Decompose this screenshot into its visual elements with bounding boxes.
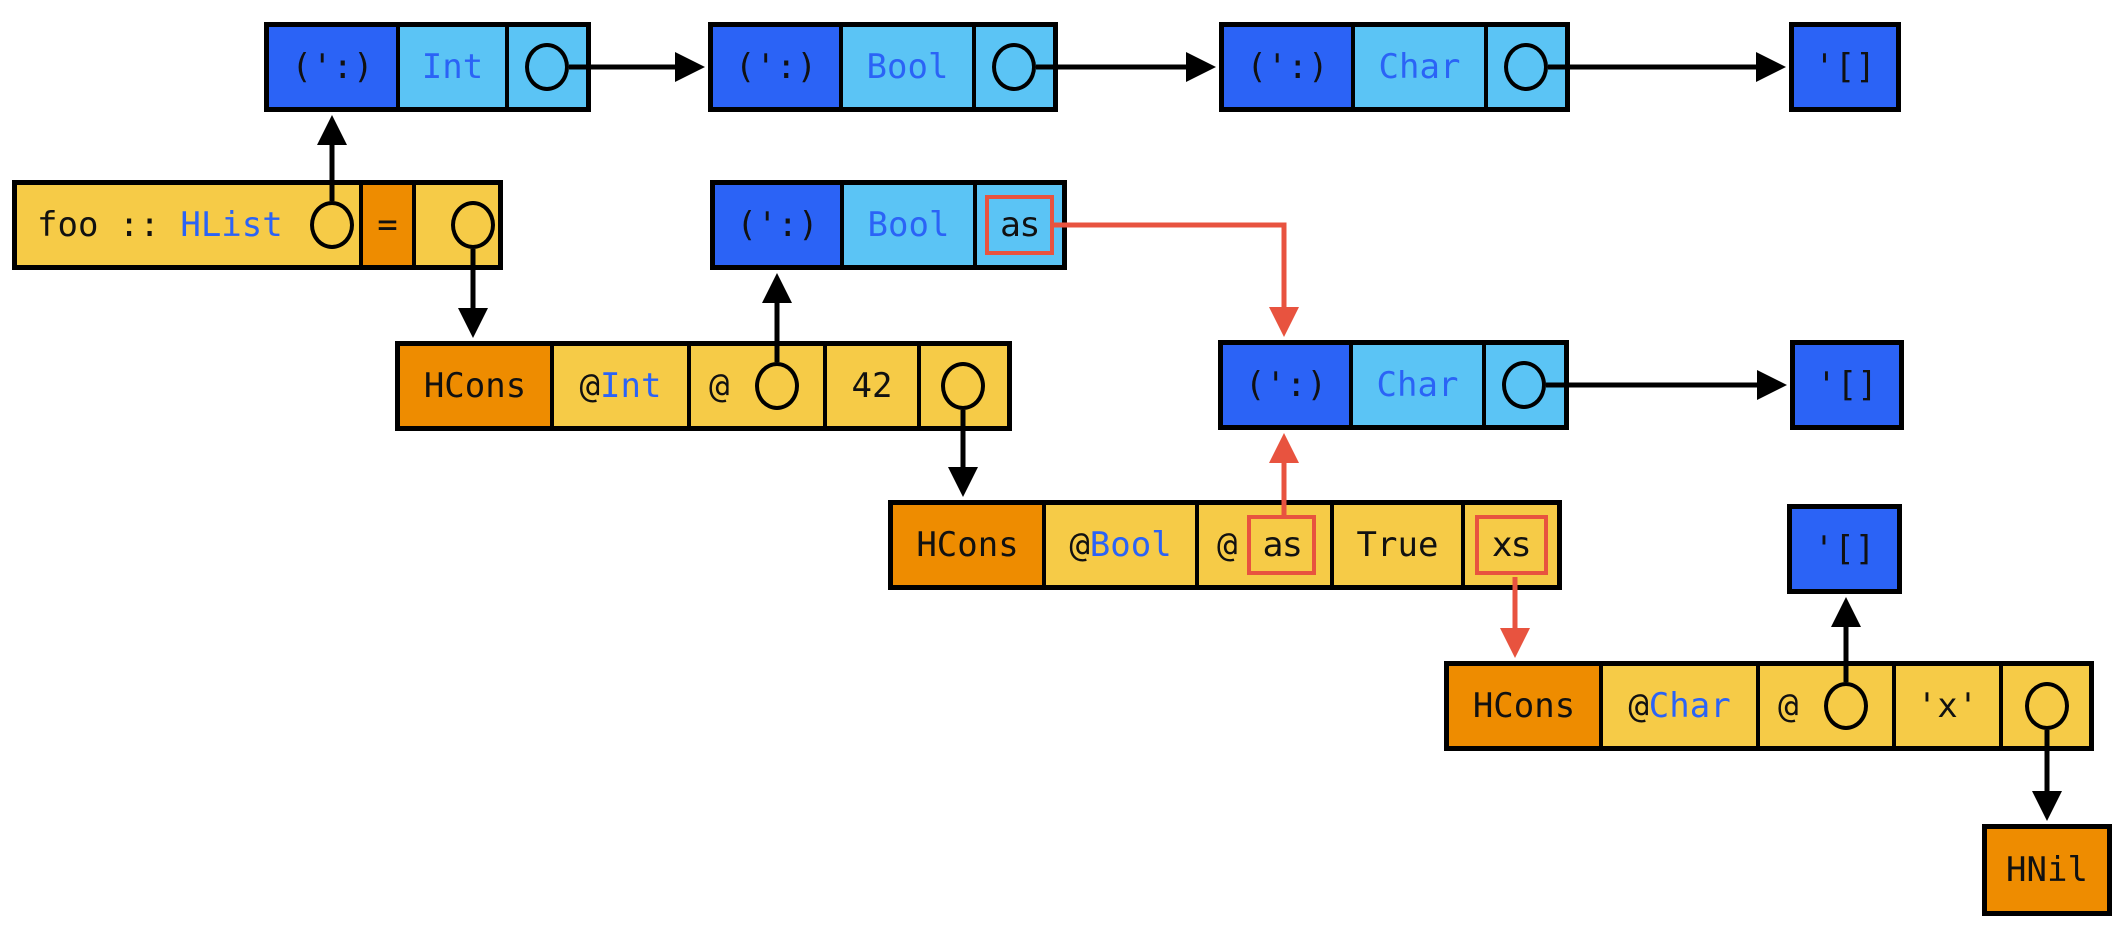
type-nil-tail: '[] xyxy=(1787,504,1902,594)
type-arg: Char xyxy=(1648,686,1731,726)
pointer-circle xyxy=(2025,682,2069,730)
type-app-cell: @Bool xyxy=(1046,505,1199,585)
at-sign: @ xyxy=(1069,525,1090,565)
tail-cell: xs xyxy=(1465,505,1557,585)
pointer-circle xyxy=(310,201,354,249)
type-cons-char-inner: (':) Char xyxy=(1218,340,1569,430)
hnil: HNil xyxy=(1982,824,2112,916)
pointer-circle xyxy=(525,43,569,91)
binding-type: HList xyxy=(180,205,283,245)
type-nil-inner: '[] xyxy=(1790,340,1904,430)
value-cell: True xyxy=(1334,505,1465,585)
cons-cell: (':) xyxy=(269,27,400,107)
cons-cell: (':) xyxy=(1224,27,1355,107)
cons-cell: (':) xyxy=(1223,345,1353,425)
at-sign: @ xyxy=(579,366,601,406)
type-arg: Int xyxy=(600,366,662,406)
at-sign: @ xyxy=(709,366,730,406)
elem-cell: Char xyxy=(1353,345,1486,425)
pointer-circle xyxy=(451,201,495,249)
pointer-circle xyxy=(1824,682,1868,730)
equals-cell: = xyxy=(363,185,416,265)
binding-name: foo xyxy=(37,205,99,245)
as-highlight: as xyxy=(1247,515,1317,575)
signature-cell: foo :: HList xyxy=(17,185,363,265)
cons-cell: (':) xyxy=(715,185,844,265)
binding-foo: foo :: HList = xyxy=(12,180,503,270)
tail-cell: as xyxy=(977,185,1062,265)
type-app-cell: @Char xyxy=(1603,666,1760,746)
nil-cell: '[] xyxy=(1795,345,1899,425)
value-cell: 42 xyxy=(827,346,921,426)
hnil-cell: HNil xyxy=(1987,829,2107,911)
type-nil-main: '[] xyxy=(1789,22,1901,112)
type-arg: Bool xyxy=(1089,525,1172,565)
at-sign: @ xyxy=(1217,525,1238,565)
pointer-circle xyxy=(1502,361,1546,409)
type-app-as-cell: @ as xyxy=(1199,505,1334,585)
hcons-int: HCons @Int @ 42 xyxy=(395,341,1012,431)
elem-cell: Int xyxy=(400,27,509,107)
pointer-circle xyxy=(941,362,985,410)
type-app-pointer-cell: @ xyxy=(691,346,827,426)
value-cell: 'x' xyxy=(1896,666,2003,746)
nil-cell: '[] xyxy=(1792,509,1897,589)
arrow-as-to-char-list xyxy=(1053,222,1299,337)
elem-cell: Char xyxy=(1355,27,1488,107)
pointer-circle xyxy=(992,43,1036,91)
nil-cell: '[] xyxy=(1794,27,1896,107)
constructor-cell: HCons xyxy=(1449,666,1603,746)
elem-cell: Bool xyxy=(843,27,976,107)
pointer-circle xyxy=(755,362,799,410)
elem-cell: Bool xyxy=(844,185,977,265)
pointer-circle xyxy=(1504,43,1548,91)
at-sign: @ xyxy=(1778,686,1799,726)
type-app-cell: @Int xyxy=(554,346,691,426)
cons-cell: (':) xyxy=(713,27,843,107)
hcons-char: HCons @Char @ 'x' xyxy=(1444,661,2094,751)
xs-highlight: xs xyxy=(1474,515,1548,575)
as-highlight: as xyxy=(985,195,1054,255)
type-sep: :: xyxy=(118,205,160,245)
hcons-bool: HCons @Bool @ as True xs xyxy=(888,500,1562,590)
type-cons-bool-as: (':) Bool as xyxy=(710,180,1067,270)
at-sign: @ xyxy=(1628,686,1649,726)
constructor-cell: HCons xyxy=(400,346,554,426)
constructor-cell: HCons xyxy=(893,505,1046,585)
